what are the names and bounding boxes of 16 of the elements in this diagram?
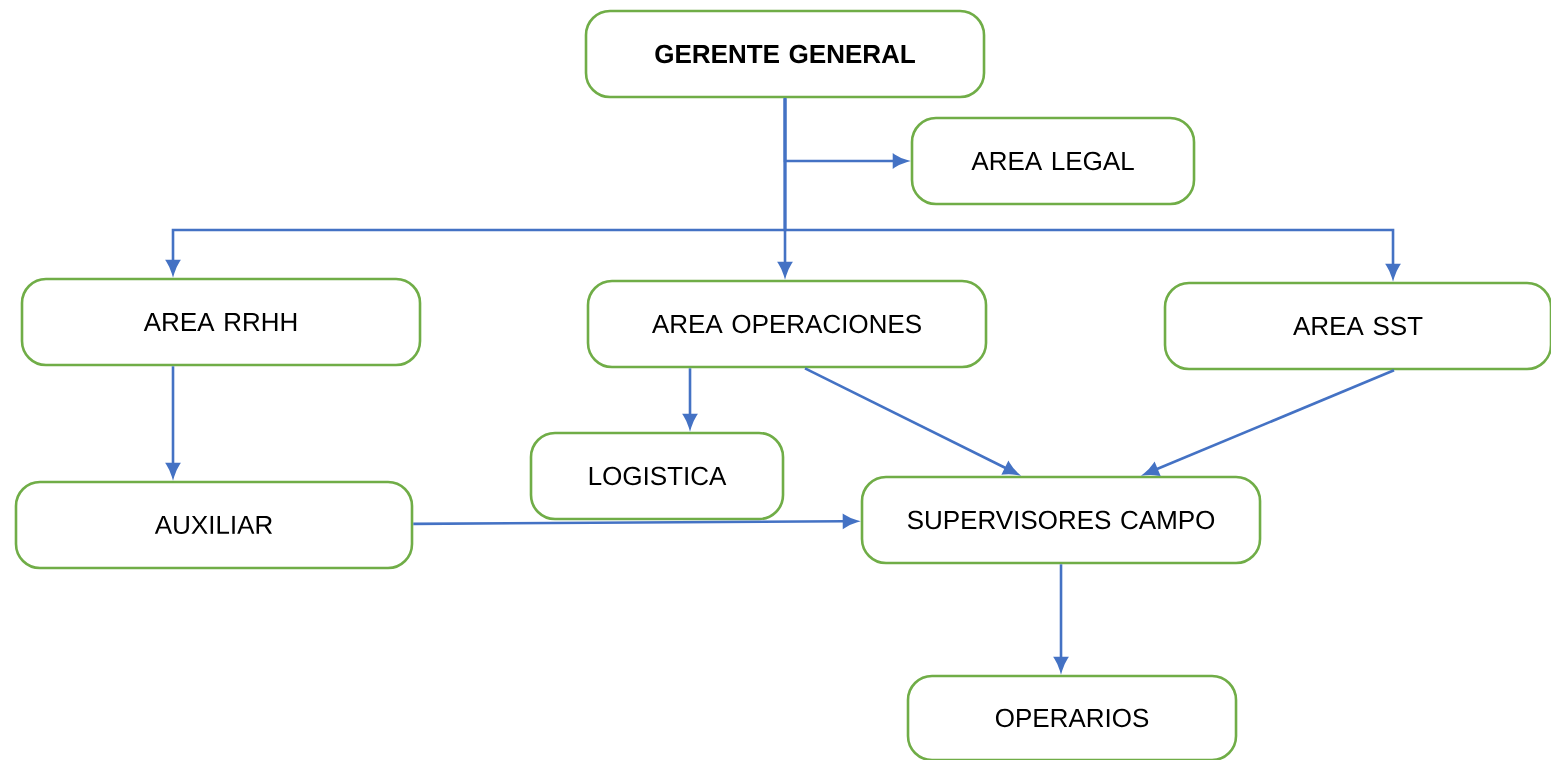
org-box: AREA OPERACIONES [586,279,988,369]
arrow [683,368,697,429]
arrow [1054,564,1068,672]
org-box: AREA SST [1163,281,1551,371]
org-box: AUXILIAR [14,480,414,570]
org-box: AREA LEGAL [910,116,1196,206]
arrow [413,514,858,529]
org-box: AREA RRHH [20,277,422,367]
org-box: GERENTE GENERAL [584,9,986,99]
org-box: LOGISTICA [529,431,785,521]
arrow [1143,369,1395,476]
arrow [804,367,1019,475]
org-box: SUPERVISORES CAMPO [860,475,1262,565]
org-box: OPERARIOS [906,674,1238,760]
arrow [783,98,1400,279]
arrow [166,366,180,478]
